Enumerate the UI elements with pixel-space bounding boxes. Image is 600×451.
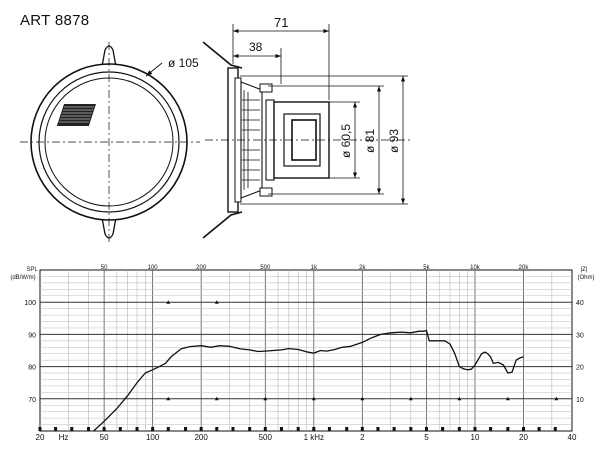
x-top-tick-label: 100 xyxy=(148,265,159,271)
front-view xyxy=(20,42,200,244)
chart-frame xyxy=(39,269,573,432)
frequency-tick xyxy=(345,427,349,431)
reference-marker xyxy=(214,300,219,304)
x-top-tick-label: 5k xyxy=(423,265,430,271)
frequency-tick xyxy=(441,427,445,431)
x-tick-label: 5 xyxy=(424,433,429,442)
frequency-tick xyxy=(87,427,91,431)
frequency-tick xyxy=(54,427,58,431)
frequency-tick xyxy=(102,427,106,431)
depth-dimensions xyxy=(232,24,330,100)
frequency-tick xyxy=(506,427,510,431)
diameter-dimensions xyxy=(240,75,408,205)
frequency-tick xyxy=(135,427,139,431)
y-axis-unit: (dB/W/m) xyxy=(10,275,35,281)
x-tick-label: 40 xyxy=(568,433,577,442)
frequency-tick xyxy=(473,427,477,431)
front-diameter-label: ø 105 xyxy=(168,56,199,70)
frequency-tick xyxy=(199,427,203,431)
reference-marker xyxy=(166,300,171,304)
y-tick-label: 70 xyxy=(28,397,36,404)
frequency-tick xyxy=(296,427,300,431)
diameter-81-label: ø 81 xyxy=(363,129,377,153)
terminal-top xyxy=(259,83,273,93)
x-tick-label: 2 xyxy=(360,433,365,442)
reference-marker xyxy=(408,396,413,401)
frequency-tick xyxy=(409,427,413,431)
reference-marker xyxy=(166,396,171,401)
product-title: ART 8878 xyxy=(20,12,90,29)
spl-curve xyxy=(93,329,524,432)
x-top-tick-label: 1k xyxy=(311,265,318,271)
diameter-60-5-label: ø 60,5 xyxy=(339,124,353,158)
frequency-tick xyxy=(231,427,235,431)
frequency-tick xyxy=(166,427,170,431)
x-top-tick-label: 500 xyxy=(260,265,271,271)
x-top-tick-label: 2k xyxy=(359,265,366,271)
x-tick-label: 200 xyxy=(194,433,208,442)
x-tick-label: 20 xyxy=(519,433,528,442)
frequency-tick xyxy=(537,427,541,431)
y-tick-label: 100 xyxy=(24,300,36,307)
reference-marker xyxy=(554,396,559,401)
x-tick-label: 10 xyxy=(471,433,480,442)
side-view xyxy=(202,24,410,239)
terminal-bottom xyxy=(259,187,273,197)
x-top-tick-label: 50 xyxy=(101,265,108,271)
x-top-tick-label: 20k xyxy=(519,265,530,271)
frequency-tick xyxy=(151,427,155,431)
y-right-tick-label: 40 xyxy=(576,300,584,307)
frequency-tick xyxy=(521,427,525,431)
x-tick-label: 100 xyxy=(146,433,160,442)
x-tick-label: 1 kHz xyxy=(304,433,324,442)
x-tick-label: 50 xyxy=(100,433,109,442)
x-top-tick-label: 10k xyxy=(470,265,481,271)
frequency-tick xyxy=(263,427,267,431)
y-right-tick-label: 10 xyxy=(576,397,584,404)
y-right-axis-title: |Z| xyxy=(581,267,588,273)
frequency-tick xyxy=(215,427,219,431)
y-axis-title: SPL xyxy=(26,267,38,273)
frequency-tick xyxy=(392,427,396,431)
x-top-tick-label: 200 xyxy=(196,265,207,271)
front-diameter-leader xyxy=(145,62,163,77)
y-tick-label: 90 xyxy=(28,332,36,339)
y-right-tick-label: 30 xyxy=(576,332,584,339)
frequency-tick xyxy=(279,427,283,431)
diameter-93-label: ø 93 xyxy=(387,129,401,153)
frequency-tick xyxy=(184,427,188,431)
reference-marker xyxy=(214,396,219,401)
depth-partial-label: 38 xyxy=(249,40,263,54)
reference-marker xyxy=(360,396,365,401)
frequency-tick xyxy=(248,427,252,431)
reference-marker xyxy=(311,396,316,401)
front-centerlines xyxy=(20,42,200,244)
grille-slots xyxy=(56,104,96,126)
x-tick-label: 20 xyxy=(36,433,45,442)
frequency-tick xyxy=(70,427,74,431)
y-right-tick-label: 20 xyxy=(576,365,584,372)
reference-marker xyxy=(457,396,462,401)
reference-marker xyxy=(505,396,510,401)
frequency-tick xyxy=(38,427,42,431)
x-tick-label: Hz xyxy=(59,433,69,442)
frequency-tick xyxy=(360,427,364,431)
clip-top xyxy=(202,41,243,69)
frequency-tick xyxy=(489,427,493,431)
frequency-tick xyxy=(376,427,380,431)
clip-bottom xyxy=(202,211,243,239)
x-tick-label: 500 xyxy=(259,433,273,442)
frequency-tick xyxy=(312,427,316,431)
frequency-tick xyxy=(457,427,461,431)
frequency-tick xyxy=(553,427,557,431)
frequency-tick xyxy=(118,427,122,431)
frequency-tick xyxy=(424,427,428,431)
frequency-tick xyxy=(327,427,331,431)
y-tick-label: 80 xyxy=(28,365,36,372)
depth-total-label: 71 xyxy=(274,15,288,30)
reference-marker xyxy=(263,396,268,401)
y-right-axis-unit: (Ohm) xyxy=(578,275,595,281)
